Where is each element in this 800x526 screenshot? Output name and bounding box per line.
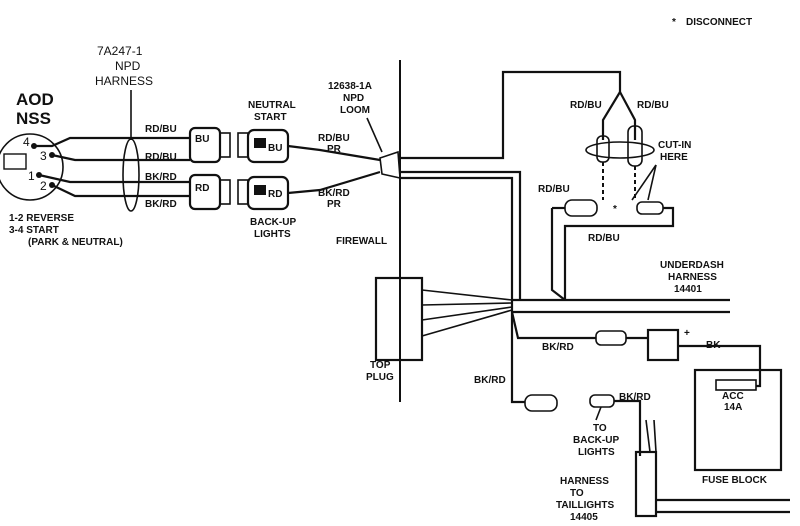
connector-bu-b-label: BU: [268, 143, 282, 154]
taillights-1: HARNESS: [560, 476, 609, 487]
nss-pin-3: 3: [40, 149, 47, 163]
wire-bk: BK: [706, 340, 721, 351]
top-plug-2: PLUG: [366, 372, 394, 383]
splice-star: *: [613, 204, 617, 215]
neutral-start-2: START: [254, 112, 287, 123]
top-plug-1: TOP: [370, 360, 391, 371]
wire-rd-bu-2: RD/BU: [145, 152, 177, 163]
loom-l3: LOOM: [340, 105, 370, 116]
nss-tab: [3, 153, 27, 170]
connector-rd-a-label: RD: [195, 183, 209, 194]
npd-harness-l3: HARNESS: [95, 74, 153, 88]
nss-pin-1: 1: [28, 169, 35, 183]
neutral-start-1: NEUTRAL: [248, 100, 296, 111]
wire-bk-rd-conn: BK/RD: [542, 342, 574, 353]
nss-title-2: NSS: [16, 109, 51, 128]
fuse-label-1: ACC: [722, 391, 744, 402]
backup-connector-a: [524, 394, 558, 412]
relay-box: [646, 328, 680, 362]
cut-in-1: CUT-IN: [658, 140, 691, 151]
plus-sign: +: [684, 328, 690, 339]
to-backup-1: TO: [593, 423, 607, 434]
wire-rd-bu-top-l: RD/BU: [570, 100, 602, 111]
backup-connector-b: [589, 394, 615, 408]
underdash-3: 14401: [674, 284, 702, 295]
taillights-2: TO: [570, 488, 584, 499]
loom-splice: [379, 150, 401, 180]
legend-star: *: [672, 17, 676, 28]
firewall-label: FIREWALL: [336, 236, 387, 247]
nss-desc-2: 3-4 START: [9, 225, 59, 236]
wire-rd-bu-mid: RD/BU: [538, 184, 570, 195]
wire-bk-rd-low: BK/RD: [474, 375, 506, 386]
fuse-block-label: FUSE BLOCK: [702, 475, 768, 486]
wire-pr-1: PR: [327, 144, 342, 155]
taillights-4: 14405: [570, 512, 598, 523]
wire-pr-2: PR: [327, 199, 342, 210]
connector-rd-b-label: RD: [268, 189, 282, 200]
wire-bk-rd-2: BK/RD: [145, 199, 177, 210]
fuse-block: [693, 368, 783, 472]
taillight-harness: [634, 450, 658, 518]
cut-in-loop: [585, 141, 655, 159]
rd-bu-connector-a: [564, 199, 598, 217]
npd-harness-l2: NPD: [115, 59, 141, 73]
wire-bk-rd-pr: BK/RD: [318, 188, 350, 199]
fuse-label-2: 14A: [724, 402, 742, 413]
npd-harness-part: 7A247-1: [97, 44, 143, 58]
top-plug: [374, 276, 424, 362]
fuse-acc-14a: [715, 379, 757, 391]
to-backup-3: LIGHTS: [578, 447, 615, 458]
wire-rd-bu-top-r: RD/BU: [637, 100, 669, 111]
loom-part: 12638-1A: [328, 81, 372, 92]
harness-sleeve: [122, 138, 140, 212]
underdash-2: HARNESS: [668, 272, 717, 283]
nss-pin-2: 2: [40, 179, 47, 193]
legend-text: DISCONNECT: [686, 17, 752, 28]
nss-pin-4: 4: [23, 135, 30, 149]
wire-rd-bu-low: RD/BU: [588, 233, 620, 244]
wire-rd-bu-1: RD/BU: [145, 124, 177, 135]
nss-desc-1: 1-2 REVERSE: [9, 213, 74, 224]
to-backup-2: BACK-UP: [573, 435, 619, 446]
wire-rd-bu-pr: RD/BU: [318, 133, 350, 144]
loom-l2: NPD: [343, 93, 364, 104]
nss-body: [0, 133, 64, 201]
taillights-3: TAILLIGHTS: [556, 500, 614, 511]
backup-lights-1: BACK-UP: [250, 217, 296, 228]
wire-bk-rd-back: BK/RD: [619, 392, 651, 403]
nss-title-1: AOD: [16, 90, 54, 109]
wire-bk-rd-1: BK/RD: [145, 172, 177, 183]
cut-in-2: HERE: [660, 152, 688, 163]
nss-desc-3: (PARK & NEUTRAL): [28, 237, 123, 248]
connector-bu-a-label: BU: [195, 134, 209, 145]
bk-rd-connector: [595, 330, 627, 346]
rd-bu-connector-b: [636, 201, 664, 215]
underdash-1: UNDERDASH: [660, 260, 724, 271]
backup-lights-2: LIGHTS: [254, 229, 291, 240]
